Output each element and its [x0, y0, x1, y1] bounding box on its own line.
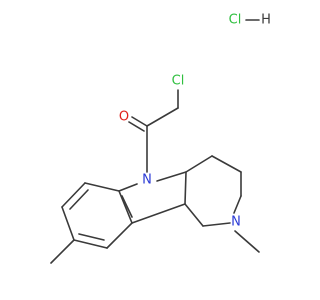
bond-c2-n2: [233, 195, 242, 214]
atom-labels: Cl O N N: [119, 74, 241, 230]
oxygen-atom-label: O: [119, 110, 129, 125]
molecule-canvas: Cl H: [50, 12, 271, 264]
bond-c5-c4b: [73, 239, 108, 249]
bond-c6-c5: [61, 206, 75, 241]
bond-c7a-c9a: [118, 190, 133, 224]
bonds: [50, 89, 260, 264]
hcl-salt: Cl H: [229, 13, 271, 28]
bond-n-c3a: [156, 171, 187, 182]
bond-c7a-c7: [84, 182, 120, 192]
salt-chlorine-label: Cl: [229, 13, 242, 28]
bond-c4-c3: [211, 155, 242, 173]
bond-c7a-c9a-inner: [121, 195, 133, 218]
bond-co-1: [131, 116, 148, 127]
bond-c3a-c9b: [184, 171, 187, 205]
bond-c4b-c9a: [106, 222, 133, 249]
bond-c9b-c1: [184, 203, 204, 227]
structure-diagram: Cl H: [50, 13, 271, 264]
bond-aryl-methyl: [50, 239, 75, 264]
bond-c1-n2: [202, 222, 231, 227]
chlorine-atom-label: Cl: [172, 74, 185, 89]
indoline-nitrogen-label: N: [142, 173, 152, 188]
bond-n2-methyl: [234, 230, 260, 253]
bond-c9b-c9a: [131, 203, 186, 224]
piperidine-nitrogen-label: N: [231, 215, 241, 230]
bond-n-c7a: [118, 183, 138, 192]
bond-c7-c6: [61, 182, 86, 208]
salt-hydrogen-label: H: [261, 13, 271, 28]
bond-c5-c4b-inner: [78, 233, 105, 241]
bond-ch2-carbonyl: [146, 107, 179, 127]
bond-co-2: [128, 121, 145, 132]
bond-c3a-c4: [185, 155, 213, 173]
bond-c7-c6-inner: [69, 189, 89, 210]
